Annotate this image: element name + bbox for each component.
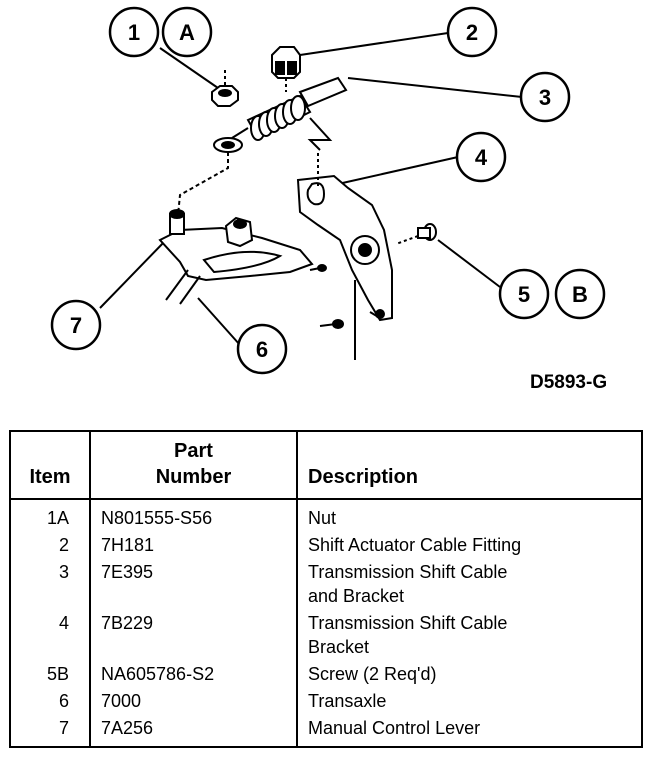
table-row: 2 7H181 Shift Actuator Cable Fitting (10, 532, 642, 559)
header-description: Description (296, 431, 642, 500)
figure-code: D5893-G (530, 372, 607, 393)
svg-text:1: 1 (128, 20, 140, 45)
row-item: 6 (58, 691, 69, 711)
table-row: 6 7000 Transaxle (10, 688, 642, 715)
row-part-number: 7E395 (89, 559, 297, 610)
row-description-line1: Screw (2 Req'd) (308, 664, 437, 684)
row-description-line1: Manual Control Lever (308, 718, 481, 738)
screw-part (309, 223, 437, 329)
row-description: Shift Actuator Cable Fitting (296, 532, 642, 559)
row-part-number: 7H181 (89, 532, 297, 559)
row-description: Transmission Shift Cable and Bracket (296, 559, 642, 610)
table-header-row: Item Part Number Description (10, 431, 642, 500)
callout-5: 5 (498, 268, 550, 320)
svg-text:6: 6 (256, 337, 268, 362)
row-description-line1: Transmission Shift Cable (308, 562, 508, 582)
svg-text:5: 5 (518, 282, 530, 307)
callout-1: 1 (108, 6, 160, 58)
row-description-line2: and Bracket (308, 586, 405, 606)
leader-lines (99, 32, 523, 346)
row-description: Transaxle (296, 688, 642, 715)
cable-bracket-part (296, 150, 393, 360)
header-item: Item (10, 431, 90, 500)
svg-text:A: A (179, 20, 195, 45)
svg-text:2: 2 (466, 20, 478, 45)
row-part-number: N801555-S56 (89, 499, 297, 532)
svg-text:4: 4 (475, 145, 488, 170)
row-description-line1: Transmission Shift Cable (308, 613, 508, 633)
callout-3: 3 (519, 71, 571, 123)
header-part-line2: Number (155, 466, 232, 488)
svg-text:3: 3 (539, 85, 551, 110)
row-item: 4 (58, 613, 69, 633)
transaxle-part (158, 209, 314, 305)
cable-fitting-part (271, 46, 301, 92)
row-item: 1A (46, 508, 69, 528)
row-part-number: NA605786-S2 (89, 661, 297, 688)
header-part-line1: Part (174, 440, 213, 462)
row-description-line1: Shift Actuator Cable Fitting (308, 535, 522, 555)
row-item: 5B (46, 664, 69, 684)
row-part-number: 7000 (89, 688, 297, 715)
callout-a: A (161, 6, 213, 58)
row-item: 3 (58, 562, 69, 582)
row-description-line2: Bracket (308, 637, 370, 657)
table-row: 1A N801555-S56 Nut (10, 499, 642, 532)
callout-4: 4 (455, 131, 507, 183)
shift-cable-part (177, 76, 348, 216)
row-part-number: 7A256 (89, 715, 297, 747)
row-description: Screw (2 Req'd) (296, 661, 642, 688)
row-description: Manual Control Lever (296, 715, 642, 747)
callout-b: B (554, 268, 606, 320)
svg-text:7: 7 (70, 313, 82, 338)
row-description-line1: Nut (308, 508, 337, 528)
row-item: 2 (58, 535, 69, 555)
row-description-line1: Transaxle (308, 691, 387, 711)
row-description: Nut (296, 499, 642, 532)
parts-table: Item Part Number Description 1A N801555-… (9, 430, 643, 748)
header-part-number: Part Number (89, 431, 297, 500)
nut-part (211, 70, 239, 107)
table-row: 3 7E395 Transmission Shift Cable and Brac… (10, 559, 642, 610)
callout-7: 7 (50, 299, 102, 351)
row-part-number: 7B229 (89, 610, 297, 661)
svg-text:B: B (572, 282, 588, 307)
table-row: 5B NA605786-S2 Screw (2 Req'd) (10, 661, 642, 688)
table-row: 7 7A256 Manual Control Lever (10, 715, 642, 747)
callout-6: 6 (236, 323, 288, 375)
callout-2: 2 (446, 6, 498, 58)
exploded-parts-diagram: 1 A 2 3 4 5 B 6 7 (50, 6, 607, 393)
row-item: 7 (58, 718, 69, 738)
